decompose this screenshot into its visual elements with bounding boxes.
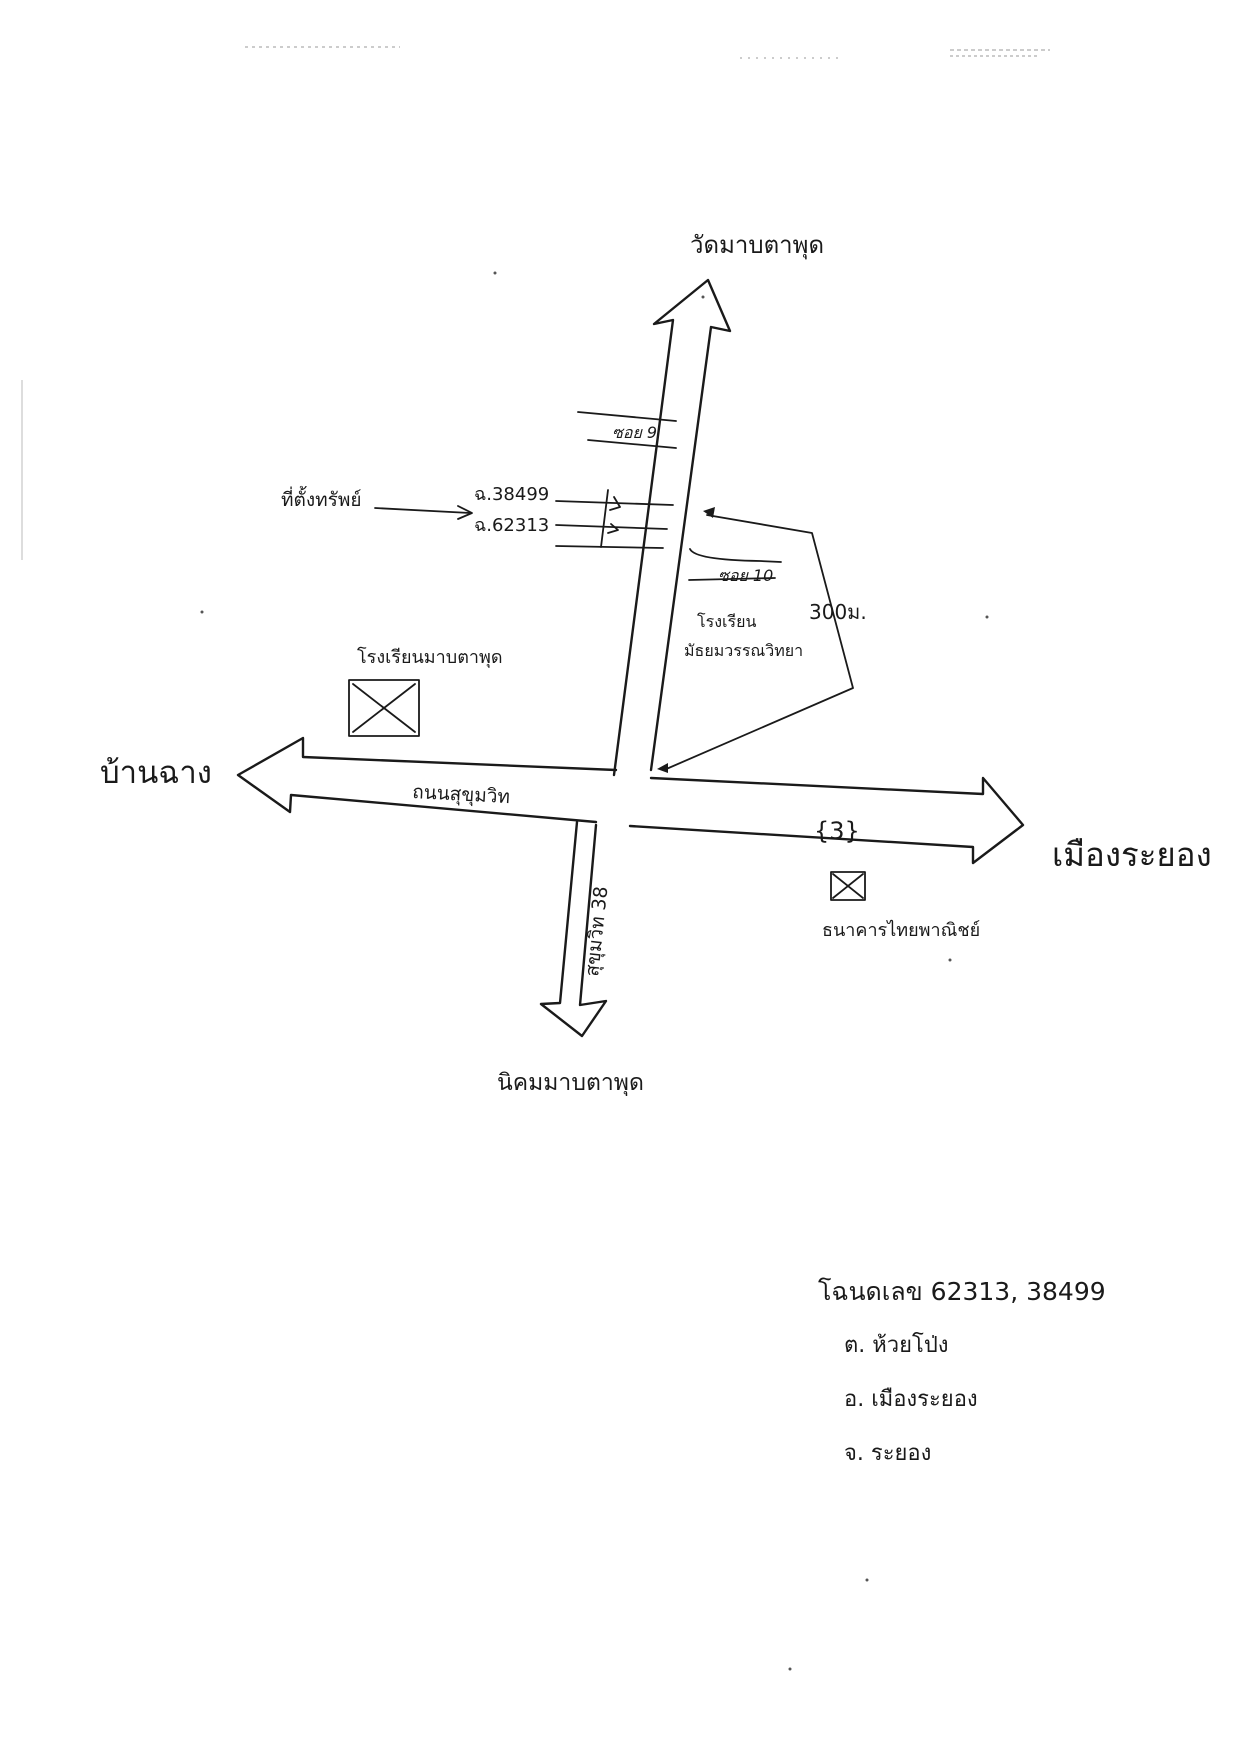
school-east-label-line1: โรงเรียน — [697, 612, 756, 631]
road-soi-9-stub — [577, 411, 677, 422]
school-west-marker — [348, 679, 420, 737]
distance-arrow-top — [703, 507, 715, 518]
school-west-label: โรงเรียนมาบตาพุด — [357, 646, 503, 668]
deed-38499-label: ฉ.38499 — [474, 484, 549, 505]
north-destination-label: วัดมาบตาพุด — [690, 231, 824, 260]
land-parcels — [555, 489, 674, 549]
district: อ. เมืองระยอง — [844, 1387, 978, 1412]
east-destination-label: เมืองระยอง — [1052, 835, 1212, 874]
bank-label: ธนาคารไทยพาณิชย์ — [822, 919, 980, 941]
road-north-arm — [612, 278, 732, 777]
route-number-label: {3} — [814, 817, 860, 845]
road-south-arm — [539, 820, 608, 1038]
distance-label: 300ม. — [809, 600, 867, 624]
title-deed-numbers: โฉนดเลข 62313, 38499 — [818, 1277, 1106, 1306]
main-road-label: ถนนสุขุมวิท — [412, 781, 511, 809]
south-destination-label: นิคมมาบตาพุด — [497, 1070, 644, 1096]
road-soi-10-lower — [688, 577, 776, 581]
deed-62313-label: ฉ.62313 — [474, 515, 549, 536]
distance-pointer — [663, 514, 854, 771]
land-location-label: ที่ตั้งทรัพย์ — [281, 486, 362, 511]
land-pointer — [374, 507, 471, 514]
soi-9-label: ซอย 9 — [612, 423, 657, 442]
land-pointer-head — [457, 505, 473, 520]
west-destination-label: บ้านฉาง — [100, 755, 212, 791]
road-soi-10 — [689, 548, 782, 563]
school-east-label-line2: มัธยมวรรณวิทยา — [684, 641, 803, 660]
stray-marks — [200, 271, 989, 1671]
scan-noise — [21, 46, 1050, 560]
province: จ. ระยอง — [844, 1441, 932, 1466]
south-road-label: สุขุมวิท 38 — [581, 885, 613, 977]
subdistrict: ต. ห้วยโป่ง — [844, 1333, 949, 1358]
soi-10-label: ซอย 10 — [718, 566, 773, 585]
deed-info-block: โฉนดเลข 62313, 38499 ต. ห้วยโป่ง อ. เมือ… — [818, 1265, 1106, 1481]
distance-arrow-bottom — [657, 763, 668, 773]
road-west-arm — [236, 736, 618, 824]
bank-marker — [830, 871, 866, 901]
road-soi-9 — [587, 439, 677, 449]
road-east-arm — [628, 776, 1025, 865]
